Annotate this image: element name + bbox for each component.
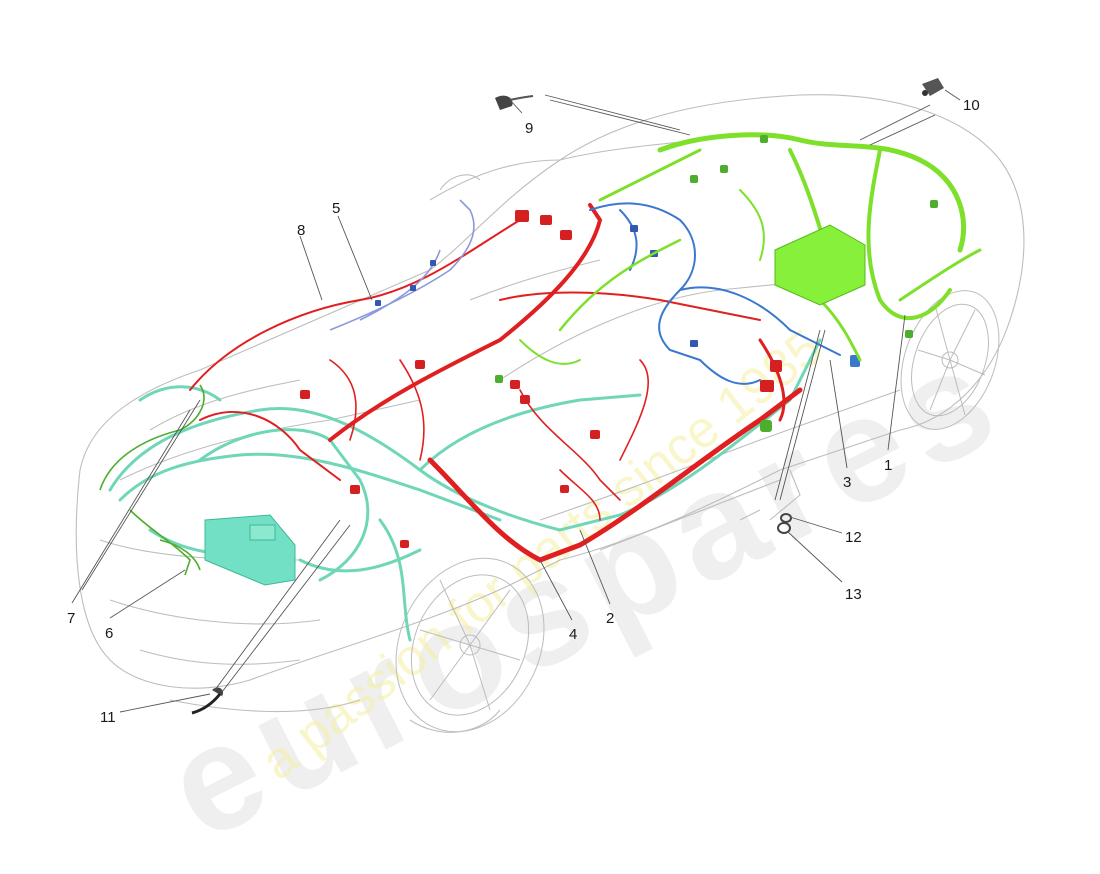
callout-1: 1 (884, 457, 893, 474)
battery (204, 514, 296, 586)
callout-10: 10 (963, 97, 980, 114)
callout-9: 9 (525, 120, 534, 137)
part-10-connector (922, 78, 944, 96)
harness-blue (589, 202, 841, 385)
wheel-front (395, 557, 545, 733)
leader-lines (71, 89, 961, 713)
car-body-outline (75, 94, 1025, 733)
harness-front-green (99, 384, 205, 576)
ecu-module (774, 224, 866, 306)
part-11-clip (191, 687, 224, 715)
harness-red (189, 203, 803, 563)
callout-6: 6 (105, 625, 114, 642)
callout-4: 4 (569, 626, 578, 643)
callout-3: 3 (843, 474, 852, 491)
callout-13: 13 (845, 586, 862, 603)
red-connectors (300, 210, 782, 548)
car-harness-illustration (71, 78, 1025, 733)
harness-dashboard (329, 199, 475, 331)
harness-lime (519, 132, 982, 365)
callout-7: 7 (67, 610, 76, 627)
callout-8: 8 (297, 222, 306, 239)
callout-11: 11 (100, 709, 116, 726)
wiring-diagram: eurospares a passion for parts since 198… (67, 78, 1027, 871)
harness-teal (108, 338, 822, 642)
wheel-rear (900, 290, 1000, 430)
callout-2: 2 (606, 610, 615, 627)
green-connectors (495, 135, 938, 432)
part-12-13-grommets (777, 513, 792, 534)
callout-5: 5 (332, 200, 341, 217)
callout-12: 12 (845, 529, 862, 546)
part-9-sensor (495, 95, 534, 110)
